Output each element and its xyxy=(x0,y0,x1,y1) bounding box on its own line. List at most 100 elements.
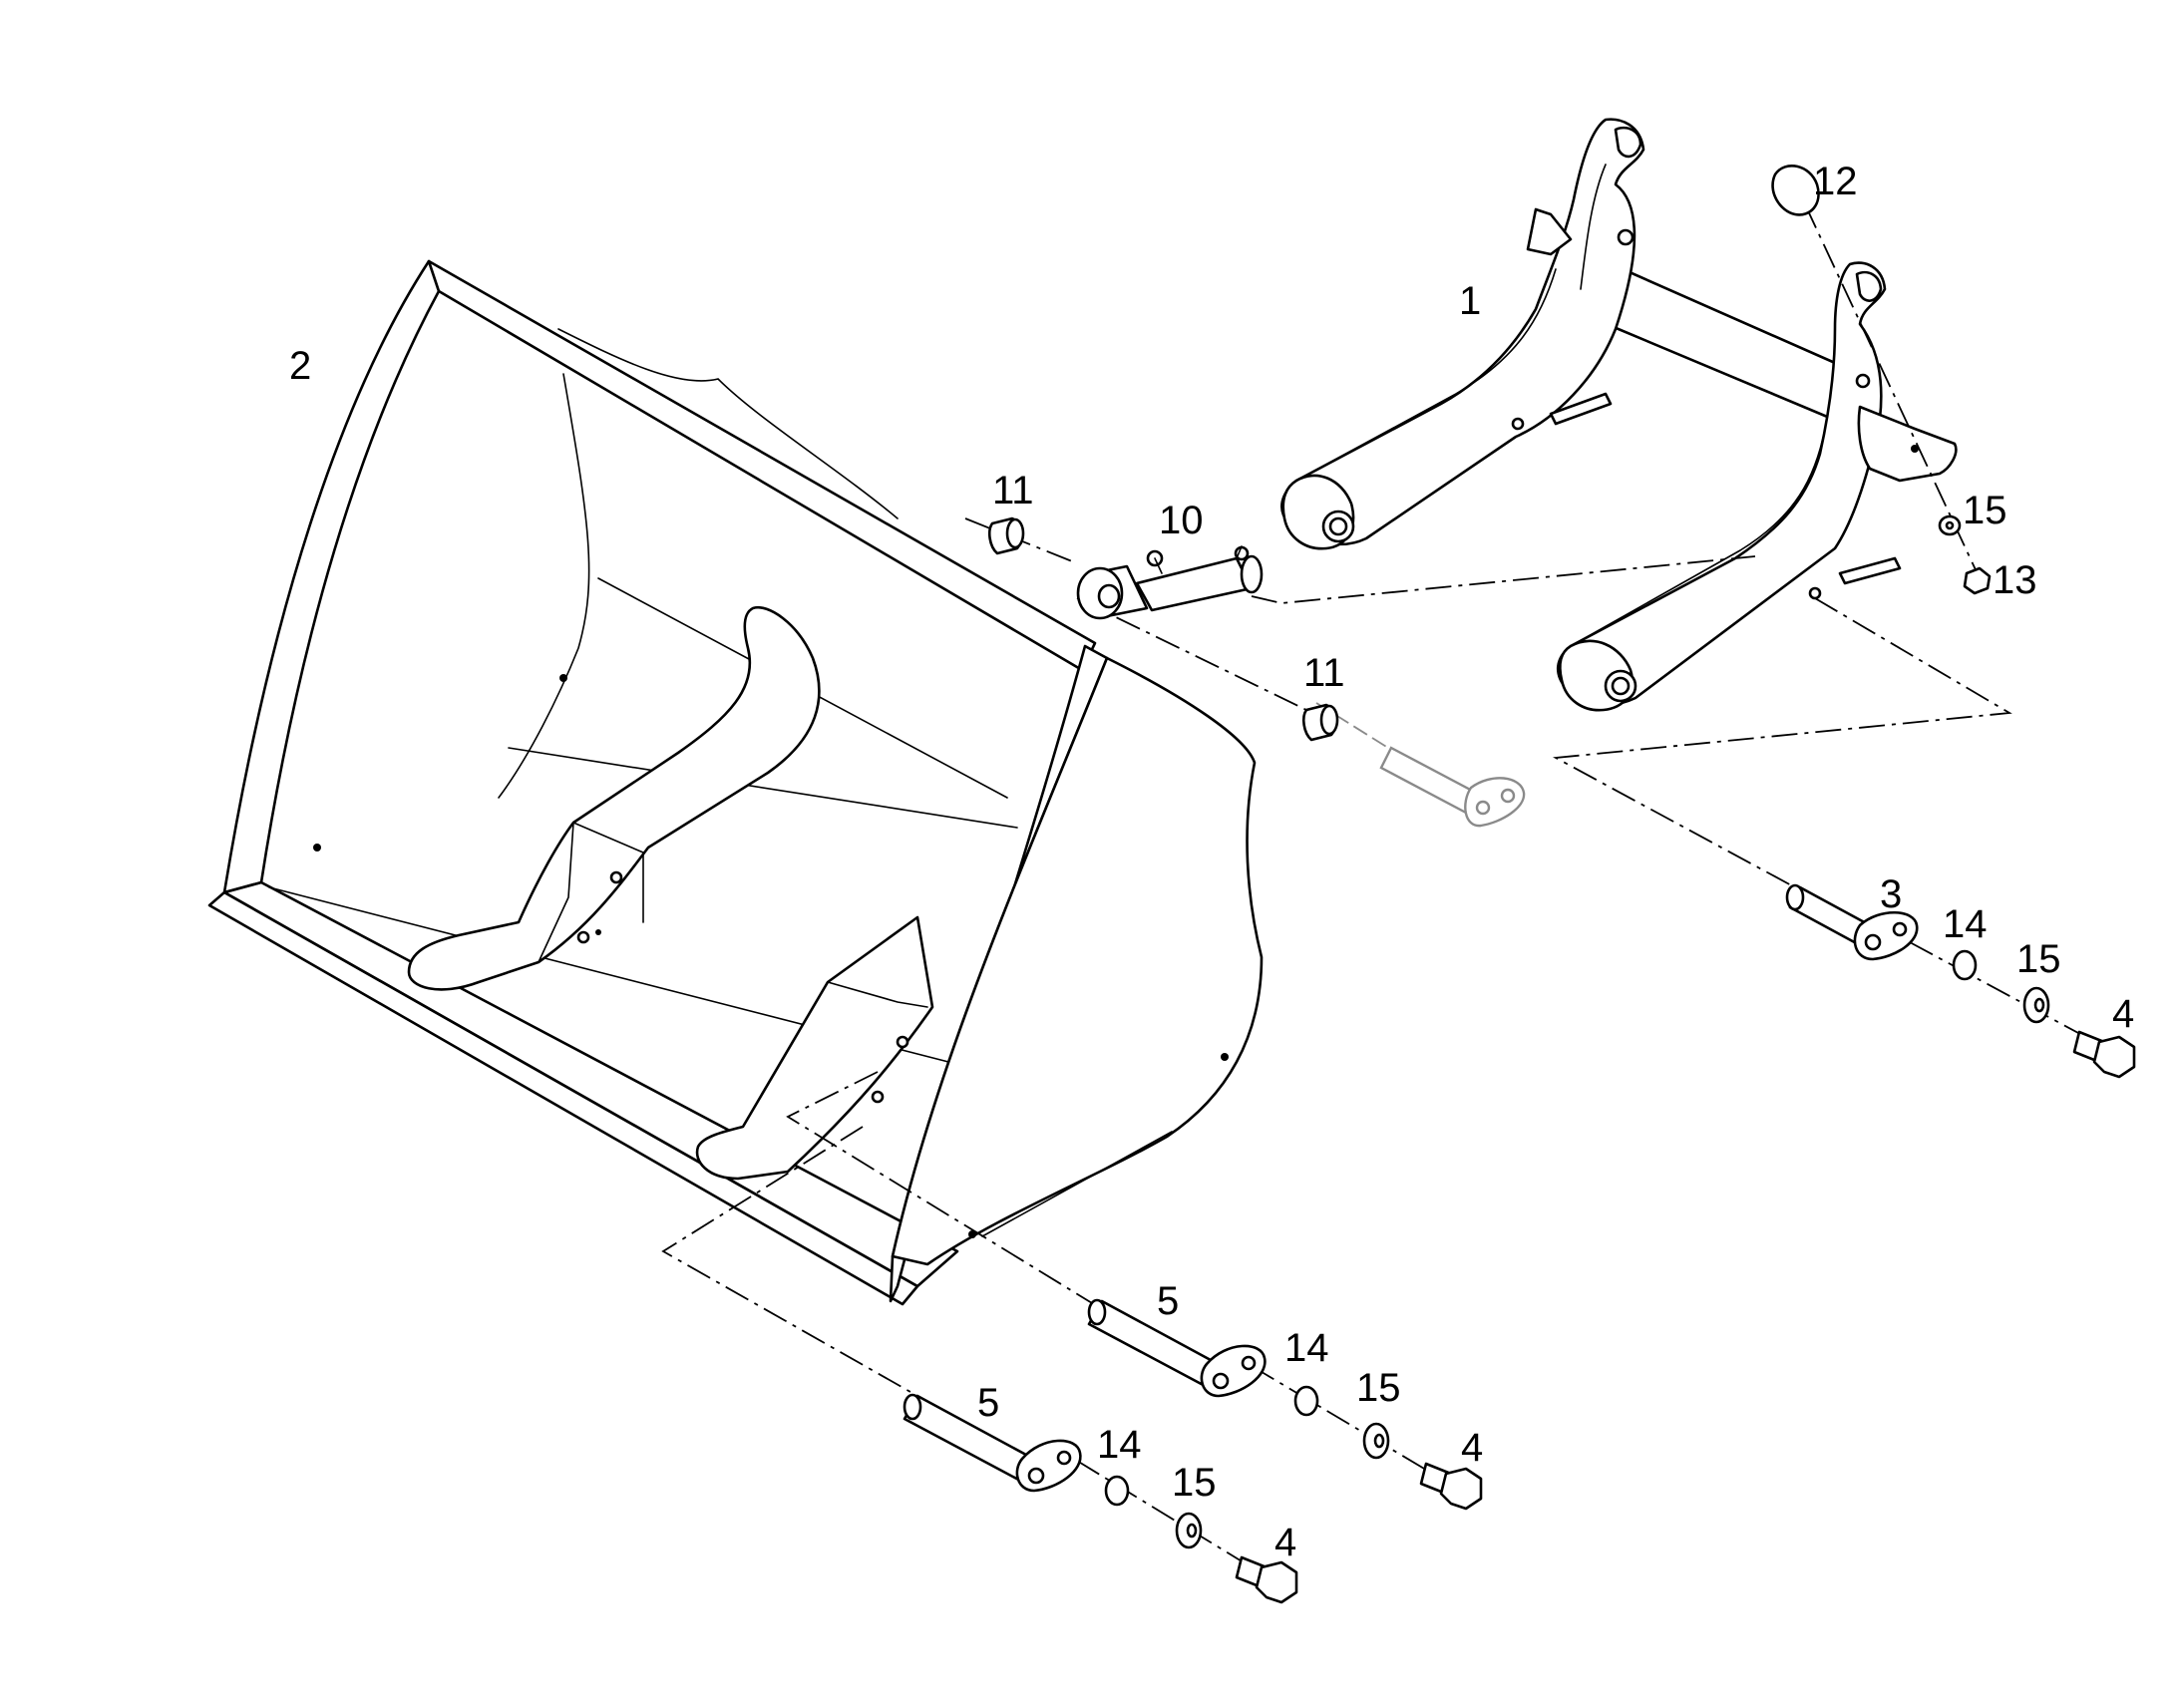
pin-3-hole-2 xyxy=(1892,921,1908,937)
callout-11-lower: 11 xyxy=(1303,651,1345,695)
washer-15-top-hole xyxy=(1945,520,1955,530)
pin-5-middle-hole-2 xyxy=(1241,1355,1257,1371)
coupler-left-arm-bracket xyxy=(1526,207,1573,256)
assembly-line-cylinder-to-frame xyxy=(1251,555,1756,604)
pin-3-plate xyxy=(1853,911,1919,961)
bolt-4-right-head xyxy=(2092,1035,2136,1079)
bucket-hole-1 xyxy=(559,674,567,682)
cylinder-rod-end xyxy=(1240,554,1264,594)
coupler-right-top-hook xyxy=(1855,270,1883,302)
callout-14-lower: 14 xyxy=(1097,1423,1142,1467)
assembly-line-bucket-upper xyxy=(786,1071,1098,1307)
pin-5-lower-hole-2 xyxy=(1056,1450,1072,1466)
bucket-hole-3 xyxy=(1221,1053,1229,1061)
bucket-back-bulge xyxy=(557,328,899,519)
bucket-left-hook-edge xyxy=(538,822,644,963)
callout-15-top: 15 xyxy=(1963,489,2007,532)
bushing-upper-face xyxy=(1005,517,1025,549)
coupler-left-pin-eye-inner xyxy=(1328,516,1348,536)
coupler-left-latch xyxy=(1549,392,1613,426)
pin-5-middle-shaft-end xyxy=(1087,1298,1107,1326)
bucket-right-hook-edge xyxy=(827,981,928,1008)
pin-5-middle-assembly xyxy=(1087,1298,1483,1511)
washer-15-right-hole xyxy=(2033,997,2045,1013)
washer-15-lower-hole xyxy=(1186,1523,1198,1538)
pin-5-lower-shaft-end xyxy=(903,1393,922,1421)
callout-4-lower: 4 xyxy=(1274,1521,1296,1564)
coupler-left-top-hook xyxy=(1614,126,1642,159)
callout-5-lower: 5 xyxy=(977,1381,999,1425)
callout-2: 2 xyxy=(289,344,311,388)
callout-1: 1 xyxy=(1459,279,1481,323)
bushing-lower-face xyxy=(1319,704,1339,736)
bushings xyxy=(987,516,1339,742)
callout-12: 12 xyxy=(1813,160,1858,203)
assembly-line-bolt4-right xyxy=(1909,941,2105,1048)
bucket-right-hook-hole-2 xyxy=(871,1090,885,1104)
bucket-left-hook-dot xyxy=(595,929,601,935)
phantom-pin xyxy=(1379,746,1526,828)
callout-13: 13 xyxy=(1993,558,2037,602)
coupler-right-latch xyxy=(1838,556,1902,585)
coupler-right-tube-bracket xyxy=(1857,405,1958,483)
pin-5-middle-plate xyxy=(1200,1344,1267,1398)
upper-right-small-parts xyxy=(1771,165,1992,595)
bucket-side-weld-line xyxy=(981,1131,1173,1237)
coupler-right-arm-edge xyxy=(1570,428,1826,647)
callout-4-right: 4 xyxy=(2112,992,2134,1036)
bucket-right-end-plate-face xyxy=(891,656,1264,1266)
callout-3: 3 xyxy=(1880,872,1902,916)
callout-15-right: 15 xyxy=(2016,937,2061,981)
phantom-pin-shaft xyxy=(1379,746,1478,815)
callout-5-middle: 5 xyxy=(1157,1279,1179,1323)
bucket-floor-plate xyxy=(222,880,959,1288)
assembly-line-bolt4-middle xyxy=(1251,1365,1437,1477)
callout-4-middle: 4 xyxy=(1461,1426,1483,1470)
bushing-14-lower xyxy=(1104,1475,1130,1507)
bucket-right-hook-hole-1 xyxy=(896,1035,909,1049)
bushing-14-right xyxy=(1952,949,1978,981)
bucket-floor-line-2 xyxy=(508,747,1018,829)
pin-5-lower-hole-1 xyxy=(1027,1467,1045,1485)
pin-5-lower-assembly xyxy=(903,1393,1298,1604)
pin-3-shaft-end xyxy=(1785,883,1805,911)
coupler-right-pin-eye-inner xyxy=(1611,676,1631,696)
cylinder-fitting-stem xyxy=(1154,545,1243,574)
callout-14-right: 14 xyxy=(1943,902,1988,946)
coupler-left-arm-hole xyxy=(1511,417,1525,431)
coupler-right-arm-hole xyxy=(1808,586,1822,600)
phantom-pin-hole-1 xyxy=(1475,800,1491,816)
bushing-14-middle xyxy=(1293,1385,1319,1417)
pin-5-middle-hole-1 xyxy=(1212,1372,1230,1390)
bucket xyxy=(207,259,1264,1306)
pin-3-assembly xyxy=(1785,883,2136,1079)
assembly-line-bucket-lower xyxy=(661,1126,918,1397)
bolt-4-middle-head xyxy=(1439,1467,1483,1511)
bucket-inner-back-curve xyxy=(498,373,590,799)
callout-15-lower: 15 xyxy=(1172,1461,1217,1505)
coupler-right-lock-pin xyxy=(1855,373,1871,389)
hydraulic-cylinder xyxy=(1076,545,1264,620)
callout-14-middle: 14 xyxy=(1284,1326,1329,1370)
phantom-pin-plate xyxy=(1464,777,1526,828)
coupler-right-bracket-hole xyxy=(1911,445,1919,453)
bucket-hole-4 xyxy=(968,1230,976,1238)
nut-13 xyxy=(1963,566,1992,595)
bucket-left-end-plate xyxy=(222,259,441,894)
pin-5-lower-plate xyxy=(1015,1439,1082,1493)
washer-15-middle-hole xyxy=(1373,1433,1385,1449)
cylinder-eye-inner xyxy=(1097,583,1121,609)
bucket-left-hook-bracket xyxy=(407,605,821,991)
callout-15-middle: 15 xyxy=(1356,1366,1401,1410)
phantom-pin-hole-2 xyxy=(1500,788,1516,804)
pin-3-hole-1 xyxy=(1864,933,1882,951)
callout-labels: 1 2 3 4 4 4 5 5 10 11 11 12 13 14 14 14 … xyxy=(289,160,2134,1564)
assembly-line-bolt4-lower xyxy=(1076,1460,1258,1571)
bucket-left-hook-hole-2 xyxy=(576,930,590,944)
coupler-left-lock-pin xyxy=(1617,228,1635,246)
coupler-left-arm xyxy=(1280,118,1645,546)
callout-11-upper: 11 xyxy=(992,469,1034,512)
coupler-left-arm-edge xyxy=(1295,164,1607,482)
bolt-4-lower-head xyxy=(1255,1560,1298,1604)
